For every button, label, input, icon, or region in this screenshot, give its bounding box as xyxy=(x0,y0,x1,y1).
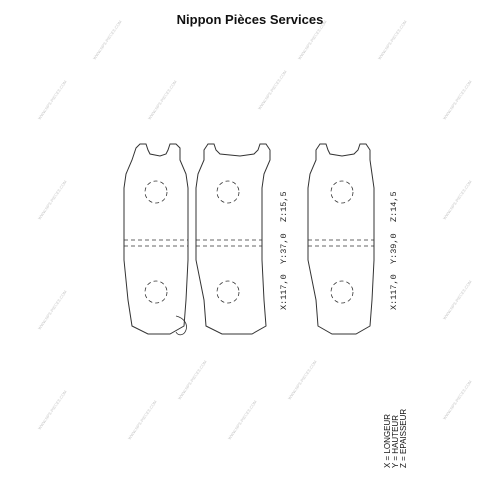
watermark: WWW.NPS-PIECES.COM xyxy=(297,19,328,60)
watermark: WWW.NPS-PIECES.COM xyxy=(257,69,288,110)
watermark: WWW.NPS-PIECES.COM xyxy=(37,289,68,330)
pad-outline xyxy=(195,143,271,335)
watermark: WWW.NPS-PIECES.COM xyxy=(442,379,473,420)
watermark: WWW.NPS-PIECES.COM xyxy=(37,389,68,430)
watermark: WWW.NPS-PIECES.COM xyxy=(37,79,68,120)
legend-x: X = LONGEUR xyxy=(383,414,392,468)
dimension-z: Z:15,5 xyxy=(279,191,289,222)
legend-y: Y = HAUTEUR xyxy=(391,415,400,468)
legend-z: Z = EPAISSEUR xyxy=(399,409,408,468)
brake-pad-2 xyxy=(195,143,271,335)
watermark: WWW.NPS-PIECES.COM xyxy=(92,19,123,60)
dimension-x: X:117,0 xyxy=(389,274,399,310)
dimension-y: Y:39,0 xyxy=(389,233,399,264)
watermark: WWW.NPS-PIECES.COM xyxy=(227,399,258,440)
watermark: WWW.NPS-PIECES.COM xyxy=(177,359,208,400)
watermark: WWW.NPS-PIECES.COM xyxy=(442,179,473,220)
dimension-labels-2: X:117,0 Y:39,0 Z:14,5 xyxy=(389,191,399,310)
pad-rivet-bottom xyxy=(144,280,168,304)
pad-rivet-top xyxy=(144,180,168,204)
watermark: WWW.NPS-PIECES.COM xyxy=(442,79,473,120)
watermark: WWW.NPS-PIECES.COM xyxy=(287,359,318,400)
pad-rivet-top xyxy=(330,180,354,204)
dimension-z: Z:14,5 xyxy=(389,191,399,222)
brake-pad-3 xyxy=(307,143,375,335)
watermark: WWW.NPS-PIECES.COM xyxy=(127,399,158,440)
pad-rivet-bottom xyxy=(216,280,240,304)
pad-rivet-top xyxy=(216,180,240,204)
pad-clip xyxy=(175,315,187,336)
pad-outline xyxy=(123,143,189,335)
dimension-x: X:117,0 xyxy=(279,274,289,310)
page-title: Nippon Pièces Services xyxy=(176,12,324,27)
pad-rivet-bottom xyxy=(330,280,354,304)
pad-outline xyxy=(307,143,375,335)
brake-pad-1 xyxy=(123,143,189,336)
watermark: WWW.NPS-PIECES.COM xyxy=(377,19,408,60)
dimension-labels-1: X:117,0 Y:37,0 Z:15,5 xyxy=(279,191,289,310)
watermark: WWW.NPS-PIECES.COM xyxy=(442,279,473,320)
dimension-y: Y:37,0 xyxy=(279,233,289,264)
legend: X = LONGEUR Y = HAUTEUR Z = EPAISSEUR xyxy=(383,409,408,468)
watermark: WWW.NPS-PIECES.COM xyxy=(37,179,68,220)
watermark: WWW.NPS-PIECES.COM xyxy=(147,79,178,120)
